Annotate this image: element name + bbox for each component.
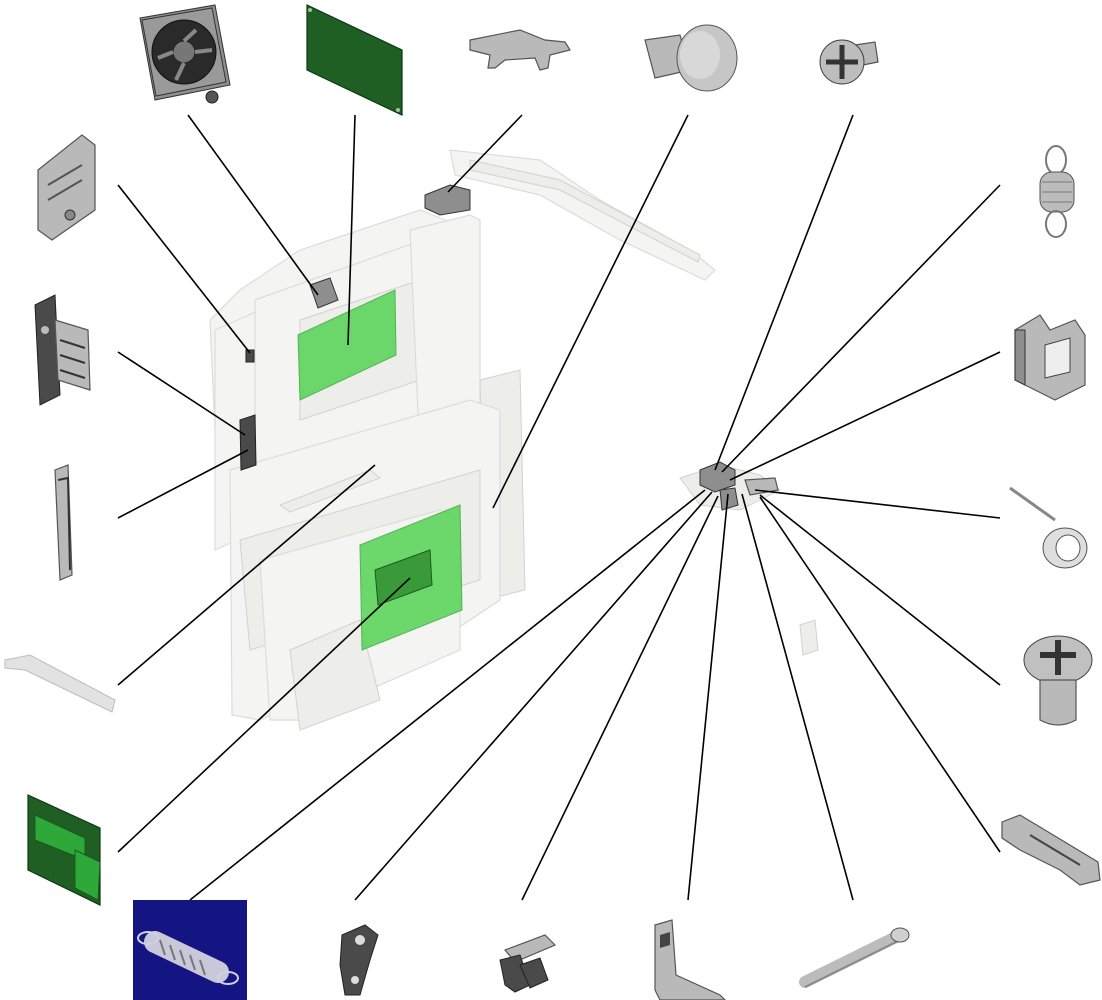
fan-location bbox=[309, 277, 339, 309]
interface-board bbox=[27, 794, 101, 906]
latch-arm bbox=[1001, 814, 1101, 886]
cooling-fan bbox=[139, 4, 231, 104]
leader-lines bbox=[117, 114, 1001, 901]
lever-plate bbox=[339, 924, 379, 996]
cross-shaft-knob bbox=[1023, 635, 1093, 726]
connector-location bbox=[239, 414, 257, 471]
bracket-top-location bbox=[424, 184, 471, 216]
side-plate-location bbox=[245, 349, 255, 363]
extension-spring-top bbox=[1039, 145, 1075, 238]
pin-shaft bbox=[799, 927, 910, 988]
mounting-bracket-right bbox=[1014, 314, 1086, 401]
torsion-spring bbox=[1009, 486, 1088, 569]
rail-strip bbox=[54, 464, 73, 581]
knob-cross bbox=[819, 39, 879, 85]
cam-gear bbox=[499, 934, 557, 993]
connector-bracket bbox=[34, 294, 91, 406]
knob-large bbox=[644, 24, 738, 92]
extension-spring-highlighted bbox=[133, 900, 247, 1000]
flat-strip bbox=[4, 654, 116, 713]
controller-board bbox=[306, 4, 403, 116]
bracket-top bbox=[469, 29, 571, 71]
interface-board-connector bbox=[374, 549, 433, 606]
side-plate bbox=[37, 134, 96, 241]
mechanism-cluster bbox=[679, 461, 781, 511]
controller-board-location bbox=[297, 289, 397, 401]
frame-bracket bbox=[654, 919, 726, 1000]
